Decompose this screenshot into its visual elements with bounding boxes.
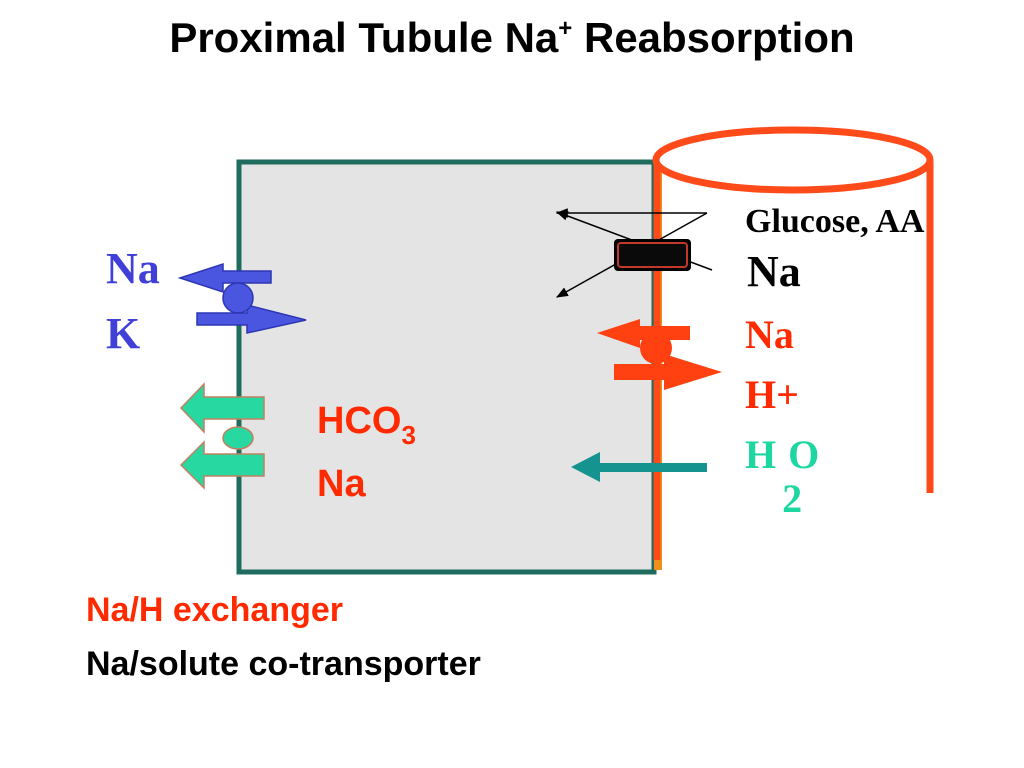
label-k-basolateral: K (106, 309, 140, 358)
na-efflux-arrow (177, 262, 272, 294)
cotransporter-carrier-inner (617, 242, 688, 268)
h2o-subscript: 2 (782, 476, 802, 521)
na-k-pump (177, 262, 307, 334)
label-na-cotransport: Na (747, 247, 801, 296)
page-title: Proximal Tubule Na+ Reabsorption (169, 14, 854, 61)
label-hco3: HCO3 (317, 400, 416, 450)
h-efflux-arrow (614, 354, 722, 390)
symporter-carrier (222, 426, 254, 450)
title-main: Proximal Tubule Na (169, 14, 559, 61)
label-na-exchanger: Na (745, 312, 794, 357)
label-h2o: H2O (745, 432, 819, 521)
na-efflux-arrow-symport (179, 440, 265, 490)
h2o-h: H (745, 432, 776, 477)
label-na-basolateral: Na (106, 244, 160, 293)
exchanger-carrier (640, 332, 672, 364)
title-rest: Reabsorption (572, 14, 854, 61)
na-h-exchanger (597, 319, 722, 390)
legend-cotransporter: Na/solute co-transporter (86, 645, 481, 683)
water-arrow (571, 452, 707, 482)
label-na-cell: Na (317, 463, 366, 505)
na-solute-cotransporter (555, 208, 713, 298)
h2o-o: O (788, 432, 819, 477)
hco3-subscript: 3 (401, 420, 415, 450)
na-influx-arrow (597, 319, 690, 348)
hco3-efflux-arrow (179, 382, 265, 434)
k-influx-arrow (196, 304, 307, 334)
pump-carrier (222, 282, 254, 314)
legend-exchanger: Na/H exchanger (86, 591, 343, 629)
hco3-text: HCO (317, 400, 401, 442)
hco3-na-symporter (179, 382, 265, 490)
tubule-cell (236, 159, 657, 575)
label-glucose-aa: Glucose, AA (745, 203, 925, 240)
label-h-plus: H+ (745, 372, 799, 417)
title-superscript: + (558, 15, 572, 42)
